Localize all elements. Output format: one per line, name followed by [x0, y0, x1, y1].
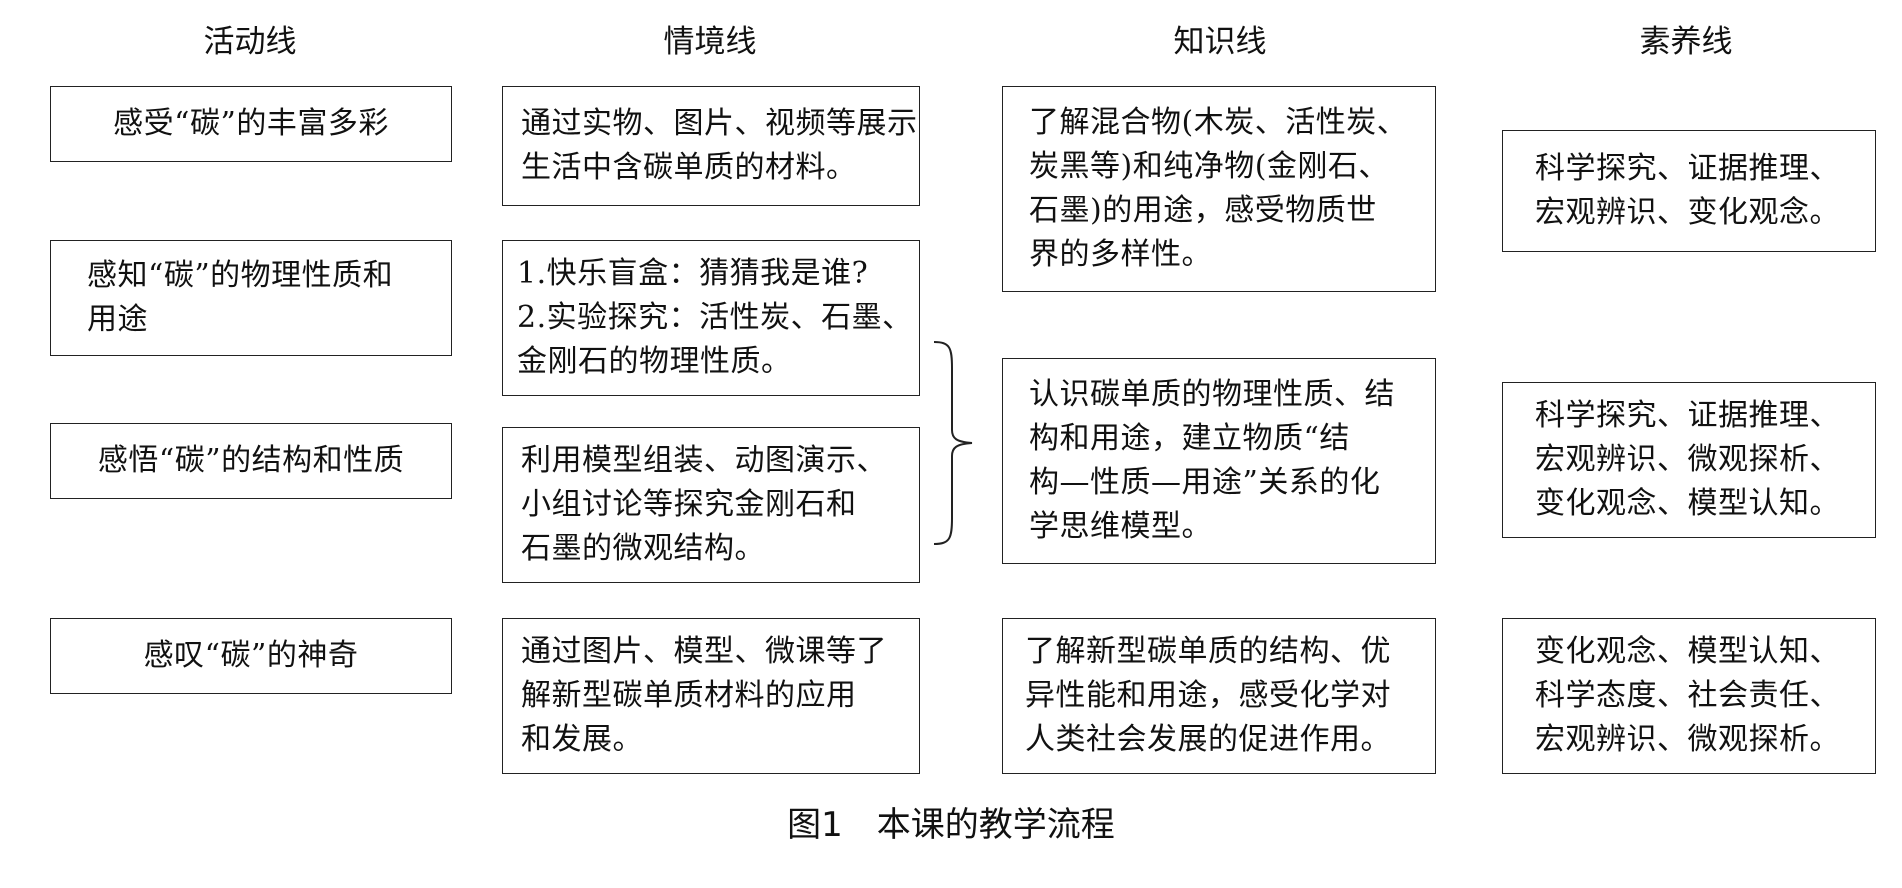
activity-box-text: 感知“碳”的物理性质和 用途	[87, 258, 394, 337]
literacy-box-1: 科学探究、证据推理、 宏观辨识、变化观念。	[1502, 130, 1876, 252]
activity-box-4: 感叹“碳”的神奇	[50, 618, 452, 694]
column-header-knowledge: 知识线	[1173, 24, 1267, 60]
column-header-literacy: 素养线	[1639, 24, 1733, 60]
activity-box-text: 感受“碳”的丰富多彩	[113, 106, 389, 141]
literacy-box-3: 变化观念、模型认知、 科学态度、社会责任、 宏观辨识、微观探析。	[1502, 618, 1876, 774]
figure-caption: 图1 本课的教学流程	[787, 805, 1115, 845]
knowledge-box-text: 认识碳单质的物理性质、结 构和用途，建立物质“结 构—性质—用途”关系的化 学思…	[1029, 377, 1395, 544]
activity-box-text: 感悟“碳”的结构和性质	[97, 443, 405, 478]
knowledge-box-text: 了解混合物(木炭、活性炭、 炭黑等)和纯净物(金刚石、 石墨)的用途，感受物质世…	[1029, 105, 1408, 272]
activity-box-1: 感受“碳”的丰富多彩	[50, 86, 452, 162]
activity-box-3: 感悟“碳”的结构和性质	[50, 423, 452, 499]
context-box-text: 通过图片、模型、微课等了 解新型碳单质材料的应用 和发展。	[521, 634, 887, 757]
context-box-3: 利用模型组装、动图演示、 小组讨论等探究金刚石和 石墨的微观结构。	[502, 427, 920, 583]
context-box-text: 通过实物、图片、视频等展示 生活中含碳单质的材料。	[521, 106, 918, 185]
literacy-box-text: 科学探究、证据推理、 宏观辨识、变化观念。	[1535, 151, 1840, 230]
knowledge-box-1: 了解混合物(木炭、活性炭、 炭黑等)和纯净物(金刚石、 石墨)的用途，感受物质世…	[1002, 86, 1436, 292]
context-box-text: 利用模型组装、动图演示、 小组讨论等探究金刚石和 石墨的微观结构。	[521, 443, 887, 566]
column-header-activity: 活动线	[203, 24, 297, 60]
activity-box-2: 感知“碳”的物理性质和 用途	[50, 240, 452, 356]
context-box-4: 通过图片、模型、微课等了 解新型碳单质材料的应用 和发展。	[502, 618, 920, 774]
knowledge-box-3: 了解新型碳单质的结构、优 异性能和用途，感受化学对 人类社会发展的促进作用。	[1002, 618, 1436, 774]
context-box-1: 通过实物、图片、视频等展示 生活中含碳单质的材料。	[502, 86, 920, 206]
knowledge-box-text: 了解新型碳单质的结构、优 异性能和用途，感受化学对 人类社会发展的促进作用。	[1025, 634, 1391, 757]
knowledge-box-2: 认识碳单质的物理性质、结 构和用途，建立物质“结 构—性质—用途”关系的化 学思…	[1002, 358, 1436, 564]
literacy-box-2: 科学探究、证据推理、 宏观辨识、微观探析、 变化观念、模型认知。	[1502, 382, 1876, 538]
literacy-box-text: 变化观念、模型认知、 科学态度、社会责任、 宏观辨识、微观探析。	[1535, 634, 1840, 757]
literacy-box-text: 科学探究、证据推理、 宏观辨识、微观探析、 变化观念、模型认知。	[1535, 398, 1840, 521]
context-box-text: 1.快乐盲盒：猜猜我是谁? 2.实验探究：活性炭、石墨、 金刚石的物理性质。	[517, 256, 913, 379]
grouping-brace	[933, 341, 973, 545]
activity-box-text: 感叹“碳”的神奇	[143, 638, 359, 673]
column-header-context: 情境线	[663, 24, 757, 60]
context-box-2: 1.快乐盲盒：猜猜我是谁? 2.实验探究：活性炭、石墨、 金刚石的物理性质。	[502, 240, 920, 396]
